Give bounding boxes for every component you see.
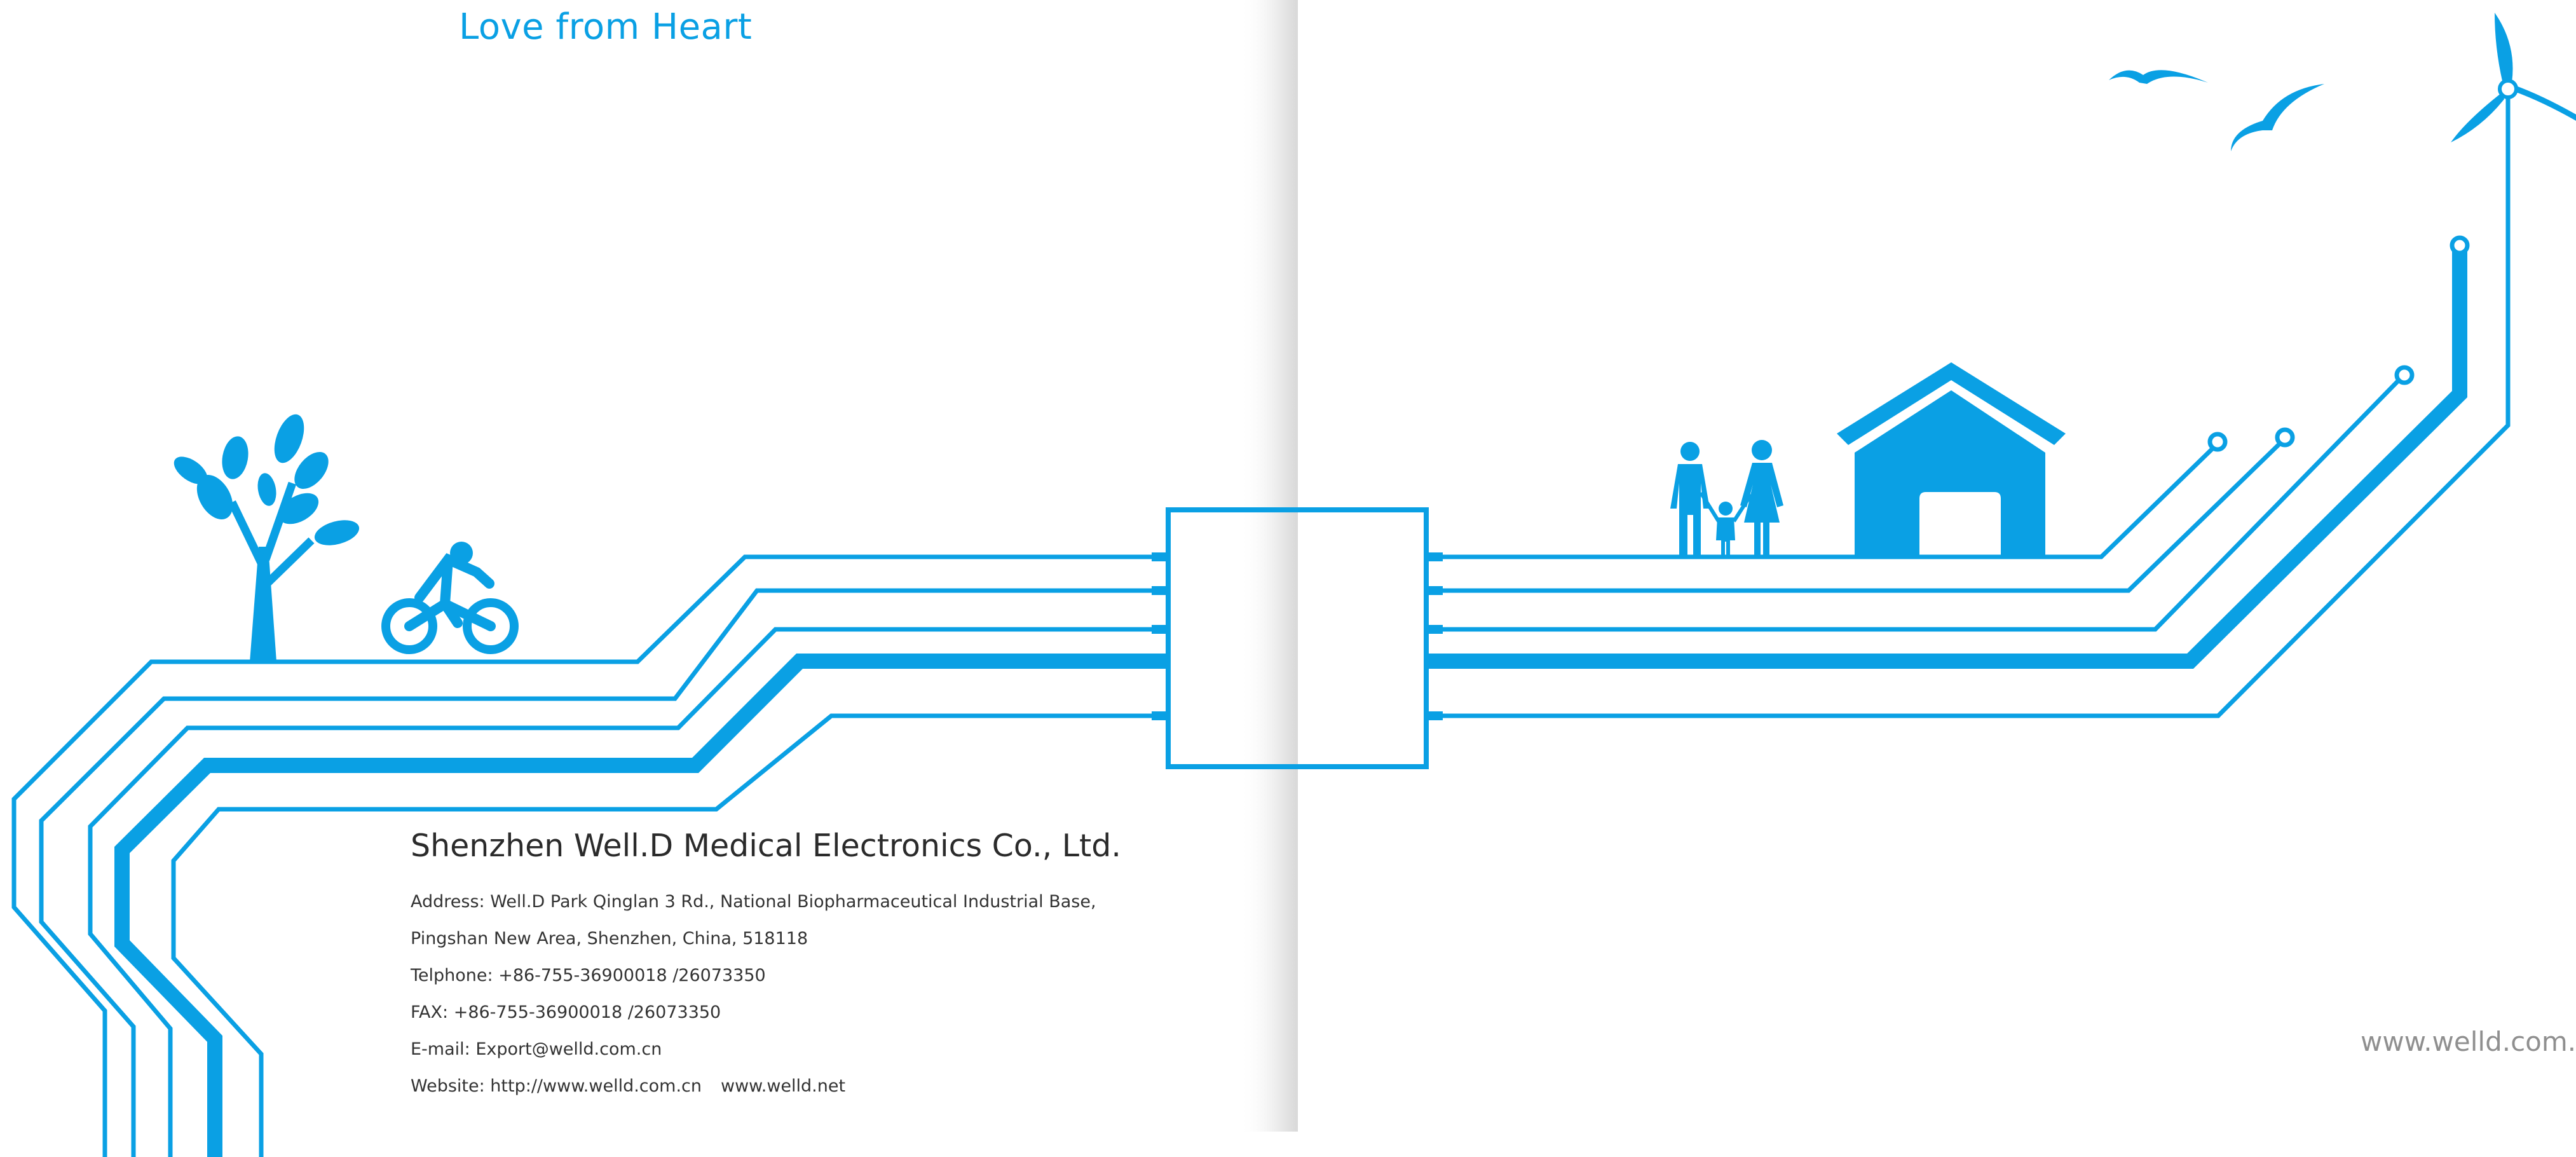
circuit-trace: [114, 654, 1168, 1157]
page-fold: [1239, 0, 1298, 1132]
circuit-chip-icon: [1166, 507, 1429, 769]
telephone: Telphone: +86-755-36900018 /26073350: [411, 966, 766, 985]
circuit-trace: [39, 588, 1168, 1157]
company-name: Shenzhen Well.D Medical Electronics Co.,…: [411, 828, 1121, 864]
circuit-trace: [171, 713, 1168, 1157]
website-line: Website: http://www.welld.com.cn www.well…: [411, 1076, 845, 1096]
cyclist-icon: [381, 542, 519, 654]
fax: FAX: +86-755-36900018 /26073350: [411, 1003, 721, 1022]
website-alt-link[interactable]: www.welld.net: [721, 1076, 846, 1096]
tree-icon: [174, 414, 360, 662]
back-cover-url[interactable]: www.welld.com.cn: [2361, 1026, 2576, 1057]
circuit-trace: [1426, 89, 2511, 718]
circuit-trace: [1426, 373, 2406, 632]
birds-icon: [2109, 70, 2324, 151]
website-link[interactable]: Website: http://www.welld.com.cn: [411, 1076, 702, 1096]
house-icon: [1837, 362, 2066, 557]
family-icon: [1670, 440, 1783, 557]
circuit-trace: [11, 554, 1168, 1157]
address-line-2: Pingshan New Area, Shenzhen, China, 5181…: [411, 929, 808, 948]
circuit-trace: [1426, 246, 2467, 669]
wind-turbine-icon: [2451, 13, 2576, 142]
circuit-trace: [1426, 442, 2219, 559]
tagline: Love from Heart: [459, 6, 753, 48]
circuit-trace: [1426, 437, 2287, 593]
address-line-1: Address: Well.D Park Qinglan 3 Rd., Nati…: [411, 892, 1096, 912]
email: E-mail: Export@welld.com.cn: [411, 1039, 662, 1059]
circuit-trace: [88, 627, 1168, 1157]
